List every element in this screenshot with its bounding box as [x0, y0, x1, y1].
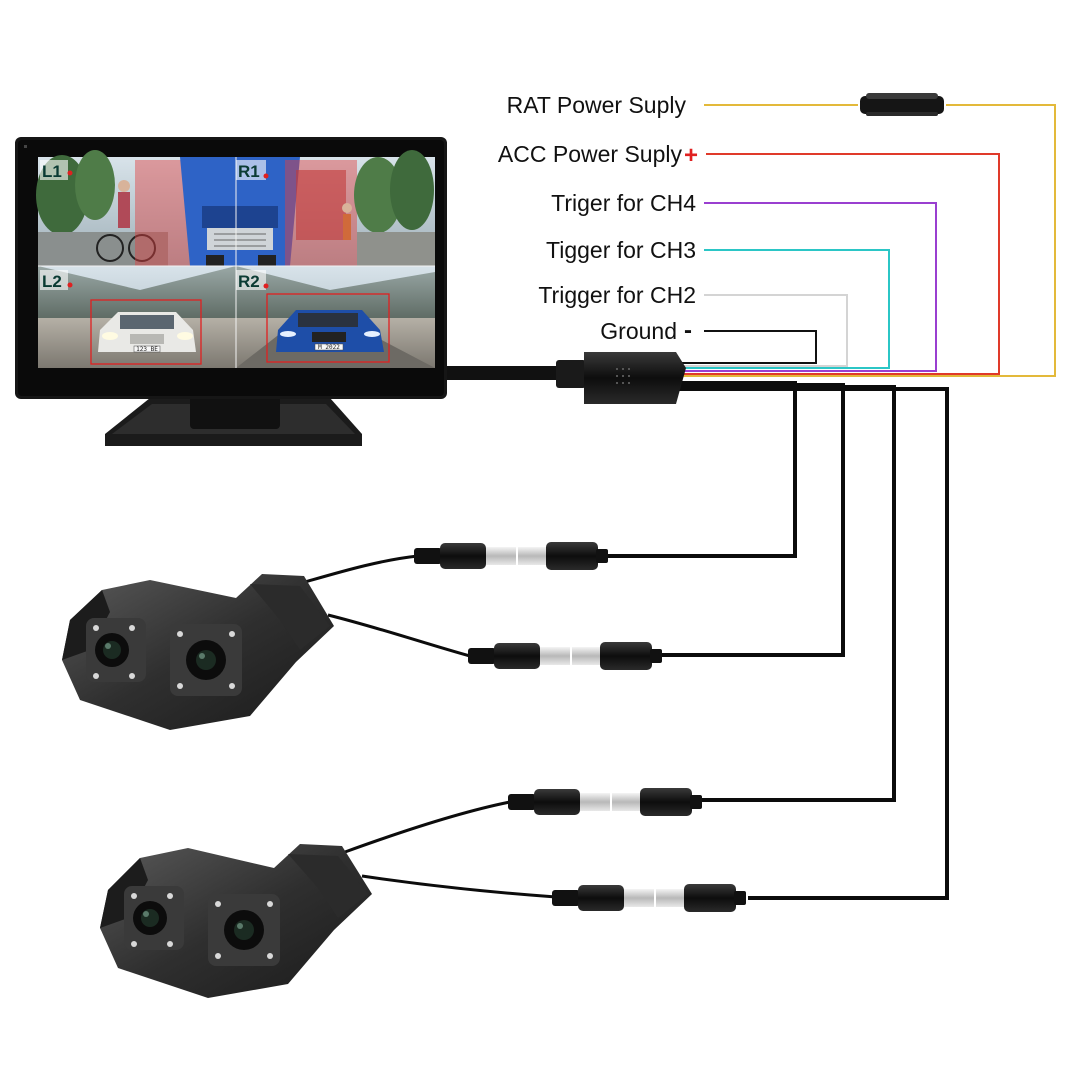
- label-trigger-ch4: Triger for CH4: [551, 190, 696, 216]
- label-rat-power-supply: RAT Power Suply: [507, 92, 687, 118]
- ch3-wire: [672, 249, 890, 369]
- detection-box-l2: [90, 299, 202, 365]
- white-car: 123 BE: [98, 312, 196, 353]
- colored-wires: [672, 104, 1056, 377]
- channel-label-l1: L1: [42, 162, 62, 181]
- ground-wire: [672, 330, 817, 364]
- detection-box-r2: [266, 293, 390, 363]
- label-ground: Ground: [600, 318, 677, 344]
- dual-camera-2: [100, 844, 372, 998]
- blue-car: M 2022: [276, 310, 384, 352]
- main-connector: [556, 352, 686, 404]
- channel-label-r2: R2: [238, 272, 260, 291]
- channel-label-r1: R1: [238, 162, 260, 181]
- ch2-cable: [660, 383, 845, 657]
- wire-labels: RAT Power Suply ACC Power Suply + Triger…: [498, 92, 698, 344]
- ch2-wire: [672, 294, 848, 367]
- aviation-connector-1: [414, 542, 608, 570]
- label-trigger-ch2: Trigger for CH2: [538, 282, 696, 308]
- label-trigger-ch3: Tigger for CH3: [546, 237, 696, 263]
- aviation-connector-2: [468, 642, 662, 670]
- monitor-cable: [445, 366, 560, 380]
- camera-side-cables: [304, 554, 557, 899]
- label-acc-power-supply: ACC Power Suply: [498, 141, 683, 167]
- monitor: 123 BE M 2022 L1 R1: [15, 137, 560, 446]
- channel-label-l2: L2: [42, 272, 62, 291]
- ground-negative-sign: -: [684, 317, 692, 344]
- aviation-connector-3: [508, 788, 702, 816]
- camera-cables: [604, 381, 949, 900]
- rat-wire-end: [672, 104, 1056, 377]
- ch3-cable: [672, 385, 896, 802]
- blue-car-plate: M 2022: [318, 344, 340, 351]
- aviation-connector-4: [552, 884, 746, 912]
- dual-camera-1: [62, 574, 334, 730]
- acc-wire: [672, 153, 1000, 375]
- fuse-holder: [860, 93, 944, 116]
- ch1-cable: [604, 381, 797, 558]
- ch4-cable: [672, 387, 949, 900]
- white-car-plate: 123 BE: [136, 346, 158, 353]
- acc-positive-sign: +: [684, 142, 698, 169]
- ch4-wire: [672, 202, 937, 372]
